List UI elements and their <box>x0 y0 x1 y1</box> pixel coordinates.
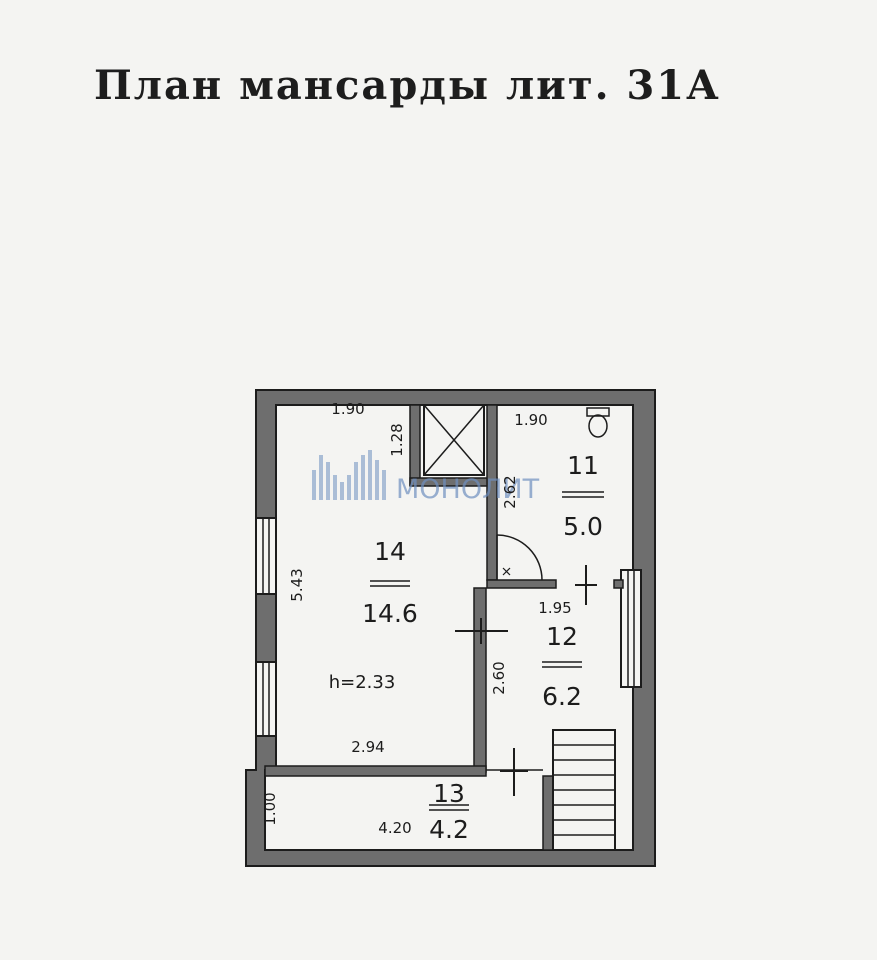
dim-room14-bottom: 2.94 <box>351 738 384 756</box>
window-right <box>620 569 642 688</box>
interior-wall-room12-left <box>473 587 487 773</box>
dim-room14-top: 1.90 <box>331 400 364 418</box>
interior-wall-shaft-left <box>409 404 421 486</box>
svg-text:5.0: 5.0 <box>563 512 603 541</box>
svg-text:14: 14 <box>374 537 406 566</box>
svg-text:12: 12 <box>546 622 578 651</box>
plan-title: План мансарды лит. 31А <box>94 62 721 109</box>
room-12-label: 12 6.2 <box>542 622 582 711</box>
interior-wall-room11-bottom-right <box>613 579 624 589</box>
window-left-upper <box>255 517 277 595</box>
dim-room13-side: 1.00 <box>261 792 279 825</box>
svg-text:4.2: 4.2 <box>429 815 469 844</box>
dim-room13-bottom: 4.20 <box>378 819 411 837</box>
interior-wall-room11-bottom <box>486 579 557 589</box>
interior-wall-stair-left <box>542 775 554 851</box>
svg-text:6.2: 6.2 <box>542 682 582 711</box>
dim-room11-side: 2.62 <box>501 475 519 508</box>
door-markers <box>455 565 597 796</box>
staircase <box>552 729 616 851</box>
toilet-icon <box>586 407 610 438</box>
svg-text:14.6: 14.6 <box>362 599 418 628</box>
dim-room12-top: 1.95 <box>538 599 571 617</box>
dim-shaft: 1.28 <box>388 423 406 456</box>
room-14-label: 14 14.6 <box>362 537 418 628</box>
svg-text:13: 13 <box>433 779 465 808</box>
dim-room12-side: 2.60 <box>490 661 508 694</box>
dim-room14-side: 5.43 <box>288 568 306 601</box>
vent-shaft <box>423 404 485 476</box>
door-swing-icon <box>496 534 543 581</box>
watermark-logo-icon <box>312 450 386 500</box>
room-11-label: 11 5.0 <box>562 451 604 541</box>
interior-wall-room14-bottom <box>264 765 487 777</box>
dim-room11-top: 1.90 <box>514 411 547 429</box>
watermark-text: МОНОЛИТ <box>396 474 540 505</box>
ceiling-height: h=2.33 <box>329 672 396 693</box>
svg-text:11: 11 <box>567 451 599 480</box>
room-13-label: 13 4.2 <box>429 779 469 844</box>
window-left-lower <box>255 661 277 737</box>
